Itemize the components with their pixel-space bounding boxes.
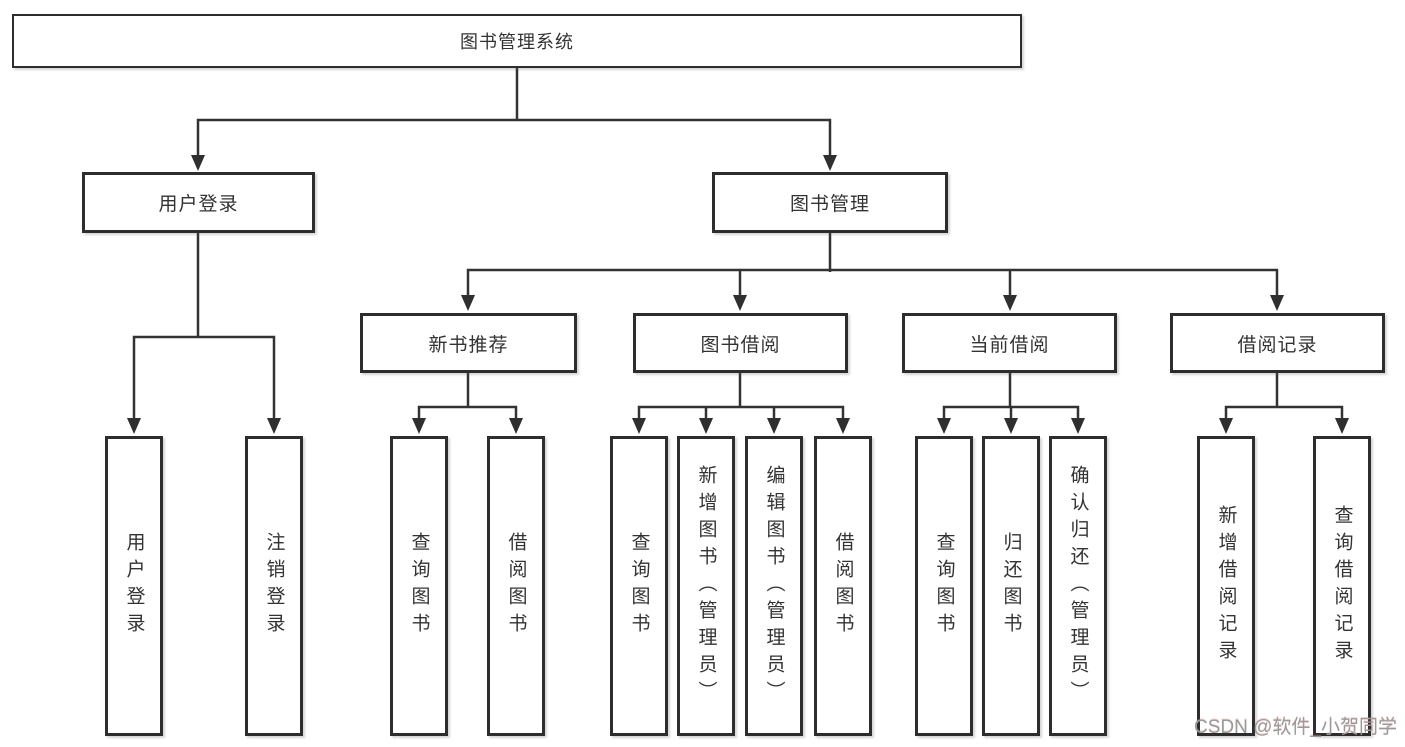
leaf-label: 用户登录 bbox=[123, 532, 145, 640]
leaf-borrow-book: 借阅图书 bbox=[814, 436, 872, 736]
node-book-management-branch: 图书管理 bbox=[712, 172, 948, 233]
node-book-borrowing: 图书借阅 bbox=[633, 313, 848, 373]
leaf-query-book-recommend: 查询图书 bbox=[390, 436, 448, 736]
leaf-return-book: 归还图书 bbox=[982, 436, 1040, 736]
node-label: 图书管理系统 bbox=[460, 32, 574, 52]
csdn-watermark: CSDN @软件_小贺同学 bbox=[1194, 717, 1397, 738]
leaf-label: 查询图书 bbox=[933, 532, 955, 640]
node-label: 借阅记录 bbox=[1237, 334, 1318, 356]
node-label: 当前借阅 bbox=[969, 334, 1050, 356]
leaf-label: 编辑图书（管理员） bbox=[763, 464, 785, 708]
leaf-label: 新增借阅记录 bbox=[1215, 505, 1237, 667]
node-library-management-system: 图书管理系统 bbox=[12, 14, 1022, 68]
leaf-label: 借阅图书 bbox=[505, 532, 527, 640]
leaf-logout: 注销登录 bbox=[245, 436, 303, 736]
node-label: 图书管理 bbox=[789, 194, 870, 215]
leaf-add-borrow-record: 新增借阅记录 bbox=[1197, 436, 1255, 736]
node-label: 用户登录 bbox=[158, 194, 239, 215]
leaf-label: 查询图书 bbox=[408, 532, 430, 640]
leaf-query-book-borrow: 查询图书 bbox=[610, 436, 668, 736]
leaf-edit-book-admin: 编辑图书（管理员） bbox=[745, 436, 803, 736]
leaf-label: 确认归还（管理员） bbox=[1067, 464, 1089, 708]
leaf-label: 查询图书 bbox=[628, 532, 650, 640]
node-new-book-recommend: 新书推荐 bbox=[360, 313, 577, 373]
leaf-borrow-book-recommend: 借阅图书 bbox=[487, 436, 545, 736]
leaf-label: 注销登录 bbox=[263, 532, 285, 640]
leaf-label: 借阅图书 bbox=[832, 532, 854, 640]
node-label: 新书推荐 bbox=[428, 334, 509, 356]
leaf-query-book-current: 查询图书 bbox=[915, 436, 973, 736]
leaf-confirm-return-admin: 确认归还（管理员） bbox=[1049, 436, 1107, 736]
leaf-query-borrow-record: 查询借阅记录 bbox=[1313, 436, 1371, 736]
leaf-user-login: 用户登录 bbox=[105, 436, 163, 736]
leaf-add-book-admin: 新增图书（管理员） bbox=[677, 436, 735, 736]
leaf-label: 新增图书（管理员） bbox=[695, 464, 717, 708]
node-user-login-branch: 用户登录 bbox=[82, 172, 315, 233]
leaf-label: 查询借阅记录 bbox=[1331, 505, 1353, 667]
node-borrowing-records: 借阅记录 bbox=[1170, 313, 1385, 373]
leaf-label: 归还图书 bbox=[1000, 532, 1022, 640]
node-label: 图书借阅 bbox=[700, 334, 781, 356]
node-current-borrowing: 当前借阅 bbox=[902, 313, 1117, 373]
